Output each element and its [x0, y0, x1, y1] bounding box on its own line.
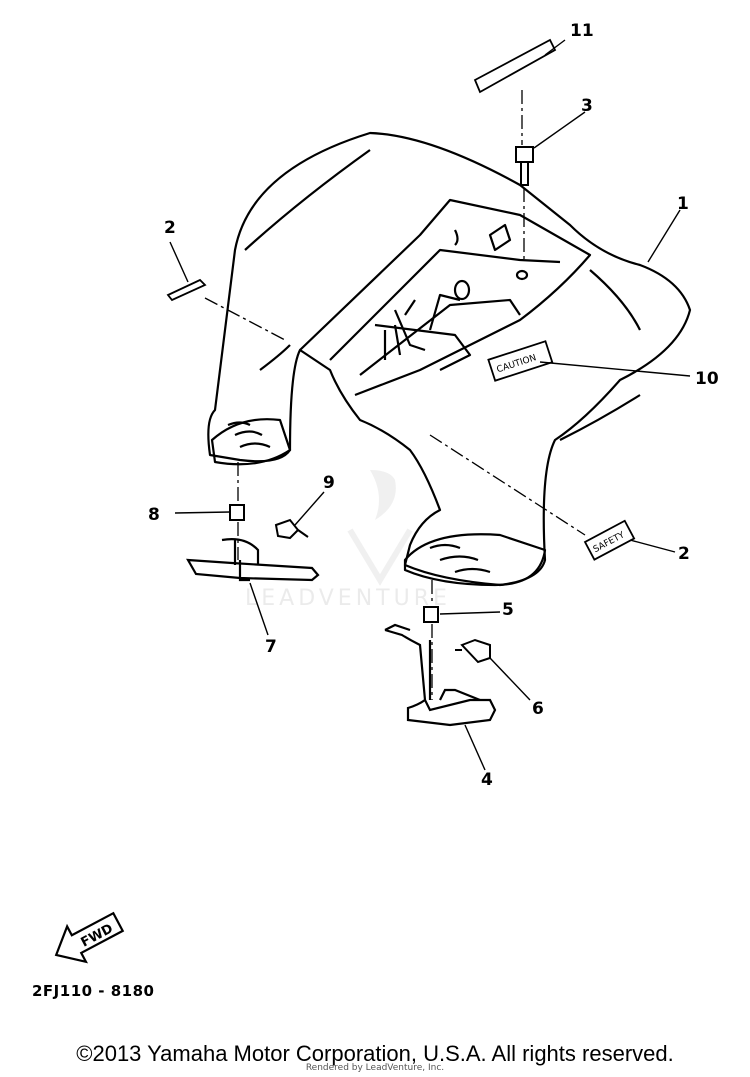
fwd-arrow-icon: FWD — [54, 911, 125, 964]
bracket-4 — [384, 623, 497, 727]
callout-8: 8 — [148, 505, 160, 525]
watermark-text: LEADVENTURE — [245, 586, 451, 611]
bolt-3 — [515, 146, 534, 186]
leader-lines — [169, 39, 691, 771]
fwd-label: FWD — [79, 921, 116, 950]
bolt-6 — [455, 638, 491, 664]
callout-2-left: 2 — [164, 218, 176, 238]
callout-10: 10 — [695, 369, 719, 389]
label-plate-top — [473, 38, 557, 94]
phantom-lines — [204, 90, 586, 700]
callout-6: 6 — [532, 699, 544, 719]
bracket-7 — [186, 538, 320, 582]
callout-3: 3 — [581, 96, 593, 116]
label-plate-left — [166, 278, 207, 302]
rear-fender — [207, 131, 692, 587]
callout-5: 5 — [502, 600, 514, 620]
drawing-code: 2FJ110 - 8180 — [32, 982, 155, 1000]
bolt-9 — [274, 518, 309, 540]
watermark-logo: LEADVENTURE — [245, 470, 451, 611]
safety-decal: SAFETY — [583, 519, 636, 561]
rendered-by-notice: Rendered by LeadVenture, Inc. — [305, 1063, 445, 1073]
callout-1: 1 — [677, 194, 689, 214]
callout-9: 9 — [323, 473, 335, 493]
nut-5 — [423, 606, 439, 623]
copyright-notice: ©2013 Yamaha Motor Corporation, U.S.A. A… — [76, 1041, 674, 1066]
callout-7: 7 — [265, 637, 277, 657]
callout-11: 11 — [570, 21, 594, 41]
callout-4: 4 — [481, 770, 493, 790]
caution-decal-text: CAUTION — [496, 353, 538, 375]
nut-8 — [229, 504, 245, 521]
caution-decal: CAUTION — [487, 340, 554, 382]
callout-2-right: 2 — [678, 544, 690, 564]
